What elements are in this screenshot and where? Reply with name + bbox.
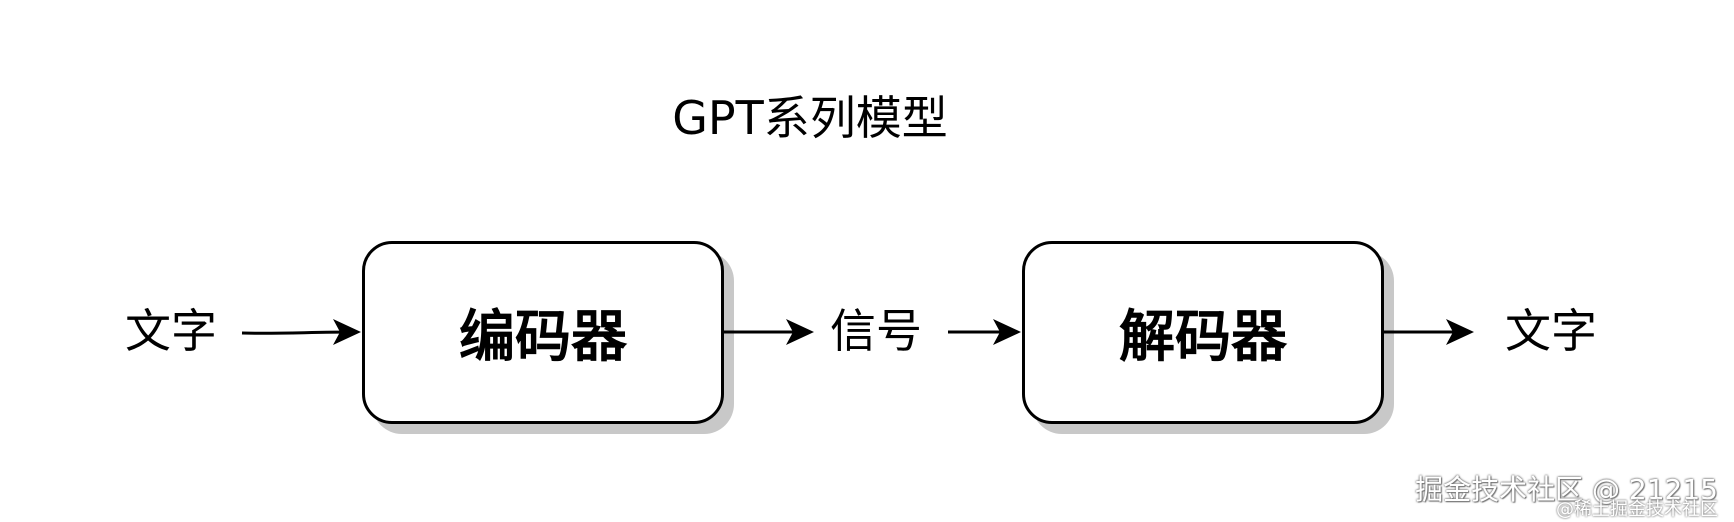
arrowhead-signal-to-decoder: [993, 319, 1021, 345]
watermark-sub: @稀土掘金技术社区: [1556, 499, 1718, 520]
signal-label: 信号: [830, 304, 922, 358]
encoder-label: 编码器: [459, 305, 627, 370]
output-text-label: 文字: [1505, 304, 1597, 358]
decoder-label: 解码器: [1119, 305, 1287, 370]
arrowhead-input-to-encoder: [333, 319, 361, 345]
input-text-label: 文字: [125, 304, 217, 358]
diagram-title: GPT系列模型: [672, 91, 948, 145]
decoder-box: 解码器: [1022, 241, 1384, 424]
arrowhead-decoder-to-output: [1446, 319, 1474, 345]
encoder-box: 编码器: [362, 241, 724, 424]
watermark-main: 掘金技术社区 @ 21215: [1415, 473, 1718, 506]
arrowhead-encoder-to-signal: [786, 319, 814, 345]
arrow-input-to-encoder: [241, 330, 356, 335]
